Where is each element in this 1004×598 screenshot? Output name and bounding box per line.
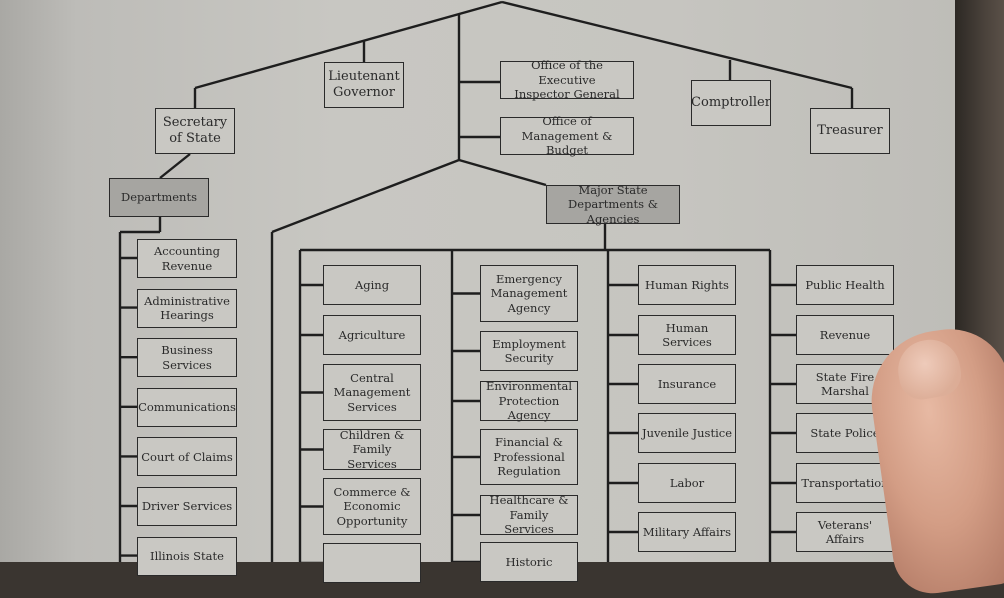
management-budget-box: Office of Management & Budget bbox=[500, 114, 634, 157]
agency-box: Agriculture bbox=[323, 315, 421, 355]
agency-box: Aging bbox=[323, 265, 421, 305]
sos-department-box: Court of Claims bbox=[137, 437, 237, 477]
sos-department-box: Accounting Revenue bbox=[137, 239, 237, 278]
agency-box: Environmental Protection Agency bbox=[480, 379, 578, 422]
agency-box: Financial & Professional Regulation bbox=[480, 429, 578, 485]
agency-box: Human Rights bbox=[638, 265, 736, 305]
inspector-general-box: Office of the Executive Inspector Genera… bbox=[500, 58, 634, 101]
agency-box: Public Health bbox=[796, 265, 894, 305]
agency-box: Employment Security bbox=[480, 331, 578, 371]
sos-department-box: Administrative Hearings bbox=[137, 288, 237, 328]
agency-box: Labor bbox=[638, 463, 736, 503]
agency-box: Emergency Management Agency bbox=[480, 265, 578, 322]
sos-department-box: Driver Services bbox=[137, 487, 237, 526]
sos-department-box: Business Services bbox=[137, 338, 237, 378]
agency-box: Juvenile Justice bbox=[638, 413, 736, 453]
agency-box: Insurance bbox=[638, 364, 736, 404]
major-agencies-header-box: Major State Departments & Agencies bbox=[546, 183, 680, 226]
sos-department-box: Illinois State bbox=[137, 536, 237, 576]
agency-box: Revenue bbox=[796, 315, 894, 355]
agency-box: Commerce & Economic Opportunity bbox=[323, 478, 421, 535]
comptroller-box: Comptroller bbox=[691, 80, 771, 126]
agency-box: Historic bbox=[480, 542, 578, 582]
agency-box: Veterans' Affairs bbox=[796, 512, 894, 552]
treasurer-box: Treasurer bbox=[810, 108, 890, 154]
agency-box: Children & Family Services bbox=[323, 428, 421, 471]
lieutenant-governor-box: Lieutenant Governor bbox=[324, 62, 404, 108]
agency-box: Transportation bbox=[796, 463, 894, 503]
agency-box bbox=[323, 543, 421, 583]
agency-box: Healthcare & Family Services bbox=[480, 493, 578, 536]
departments-header-box: Departments bbox=[109, 178, 209, 217]
agency-box: Central Management Services bbox=[323, 364, 421, 421]
secretary-of-state-box: Secretary of State bbox=[155, 108, 235, 154]
agency-box: Military Affairs bbox=[638, 512, 736, 552]
org-chart-connectors bbox=[118, 0, 854, 562]
agency-box: Human Services bbox=[638, 315, 736, 355]
sos-department-box: Communications bbox=[137, 387, 237, 427]
